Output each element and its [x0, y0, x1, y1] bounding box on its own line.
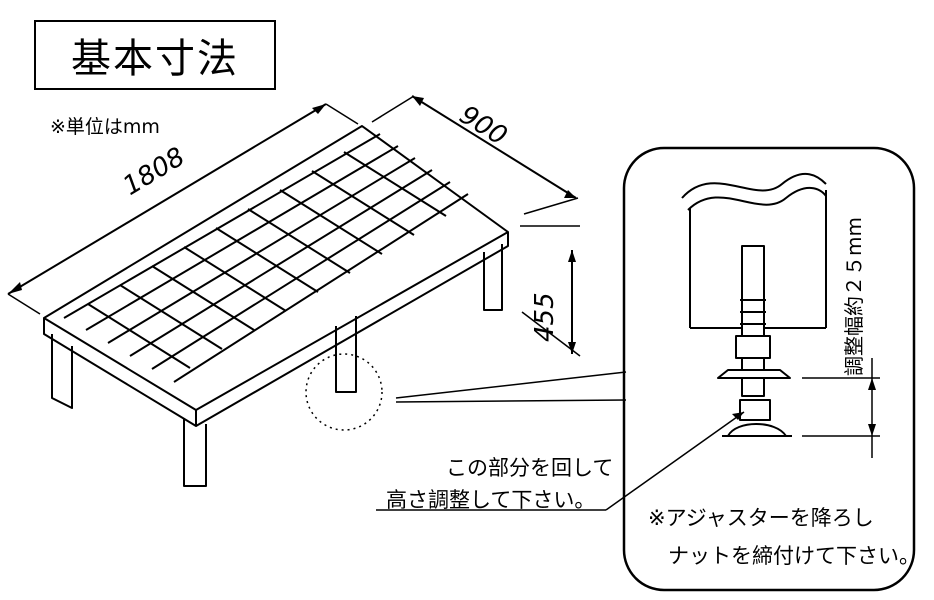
title-box: 基本寸法 — [34, 20, 276, 90]
adjuster-note-line2: ナットを締付けて下さい。 — [668, 544, 920, 568]
turn-note-line1: この部分を回して — [446, 456, 614, 480]
height-dimension-label: 455 — [530, 292, 560, 342]
turn-note-line2: 高さ調整して下さい。 — [386, 488, 596, 512]
unit-note: ※単位はmm — [50, 116, 160, 138]
adjust-range-label: 調整幅約２５mm — [842, 217, 866, 376]
page-title: 基本寸法 — [71, 36, 239, 82]
adjuster-note-line1: ※アジャスターを降ろし — [648, 506, 874, 530]
